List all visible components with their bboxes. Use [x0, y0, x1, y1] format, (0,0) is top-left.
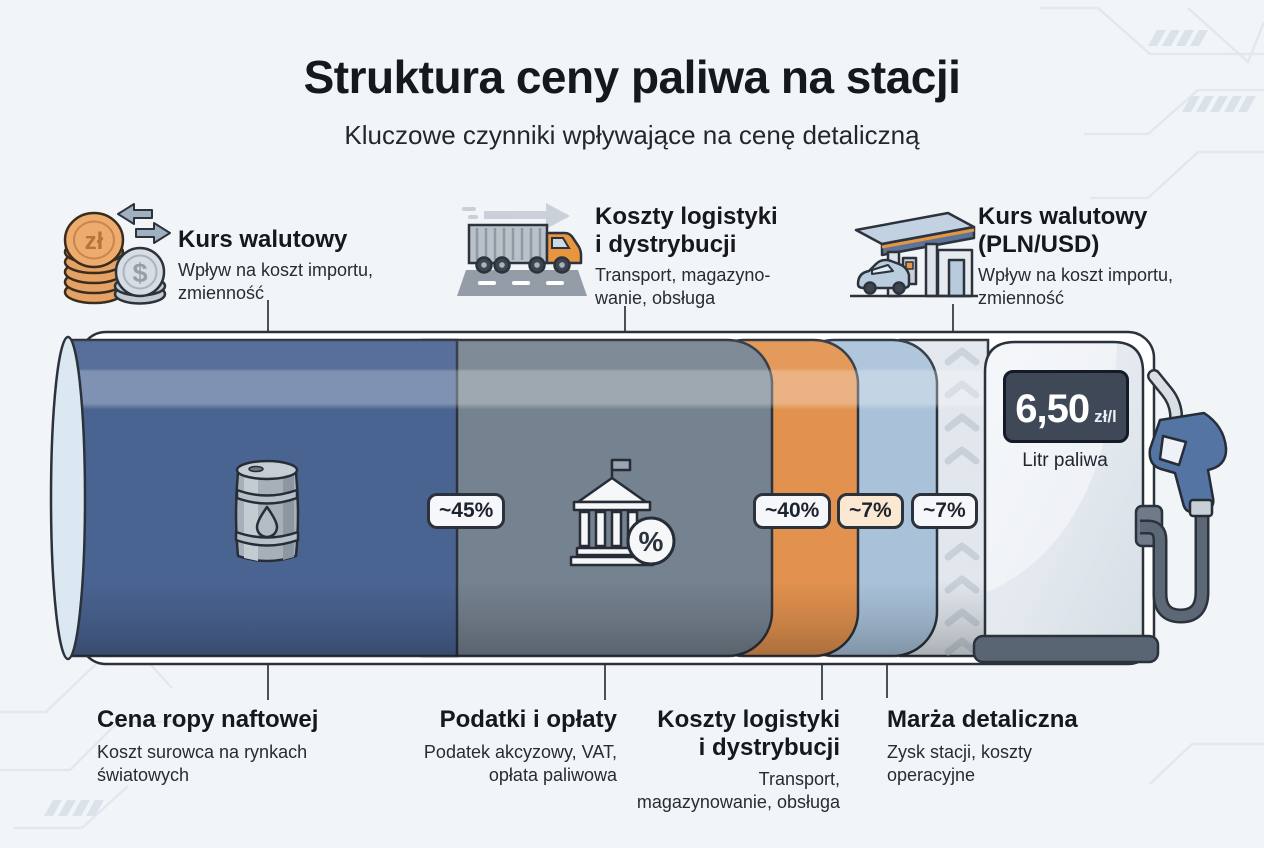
share-badge-crude-oil: ~45% [427, 493, 506, 529]
share-badge-taxes: ~40% [753, 493, 832, 529]
tank-cap [49, 335, 87, 661]
pln-usd-coins-icon [63, 203, 171, 305]
bank-percent-symbol: % [639, 526, 664, 557]
fuel-nozzle-icon [1140, 369, 1228, 624]
share-badge-logistics: ~7% [837, 493, 904, 529]
connector-lines [267, 300, 954, 700]
oil-barrel-icon [234, 459, 300, 563]
bank-percent-icon [569, 458, 676, 567]
share-badge-margin: ~7% [911, 493, 978, 529]
pump-base [972, 634, 1160, 664]
decorative-circuit-lines [0, 6, 1264, 830]
annotation-retail-margin: Marża detaliczna Zysk stacji, koszty ope… [887, 706, 1078, 785]
annotation-logistics-top: Koszty logistyki i dystrybucji Transport… [595, 203, 778, 308]
price-unit: zł/l [1094, 407, 1117, 426]
decorative-hatch-stripes [44, 30, 1256, 816]
annotation-currency-pln-usd: Kurs walutowy (PLN/USD) Wpływ na koszt i… [978, 203, 1174, 308]
pln-coin-symbol: zł [85, 228, 104, 255]
annotation-logistics-bottom: Koszty logistyki i dystrybucji Transport… [636, 706, 840, 812]
annotation-crude-oil: Cena ropy naftowej Koszt surowca na rynk… [97, 706, 319, 785]
price-caption: Litr paliwa [1022, 450, 1108, 471]
page-subtitle: Kluczowe czynniki wpływające na cenę det… [344, 120, 920, 150]
annotation-currency-top: Kurs walutowy Wpływ na koszt importu, zm… [178, 226, 374, 303]
price-value: 6,50 [1015, 387, 1090, 431]
delivery-truck-icon [457, 203, 587, 296]
page-title: Struktura ceny paliwa na stacji [303, 51, 961, 103]
price-display: 6,50 zł/l [1003, 370, 1129, 443]
usd-coin-symbol: $ [132, 258, 147, 288]
gas-station-icon [850, 211, 978, 298]
annotation-taxes: Podatki i opłaty Podatek akcyzowy, VAT, … [423, 706, 617, 785]
